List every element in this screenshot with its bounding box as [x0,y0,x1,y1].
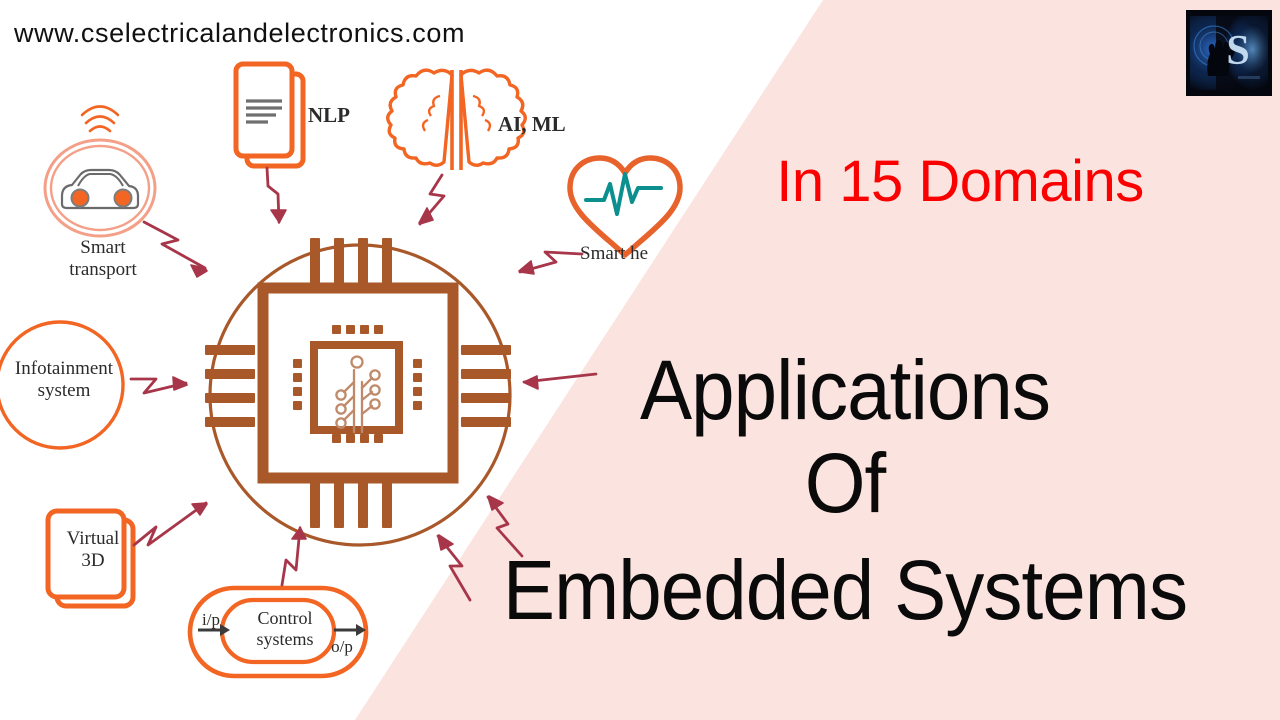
node-label-ai-ml: AI, ML [498,112,566,136]
cs-electrical-and-electronics-logo[interactable]: S [1186,10,1272,96]
node-label-virtual-3d: Virtual 3D [66,528,120,571]
node-label-smart-transport: Smart transport [69,237,137,280]
control-loop-icon [187,585,369,679]
stacked-cards-icon [45,508,136,609]
node-label-nlp: NLP [308,103,350,127]
logo-artwork: S [1186,10,1272,96]
car-wifi-icon [43,105,157,238]
control-input-label: i/p [202,610,220,629]
logo-letter: S [1226,28,1249,74]
page-title: Applications Of Embedded Systems [430,348,1260,648]
site-url: www.cselectricalandelectronics.com [14,18,466,48]
node-label-control-systems: Control systems [256,608,314,649]
circle-outline-icon [0,320,125,450]
heart-ecg-icon [567,155,683,258]
brain-icon [386,68,527,170]
headline-in-15-domains: In 15 Domains [776,149,1144,214]
title-line-1: Applications [639,343,1051,437]
document-lines-icon [233,61,306,169]
node-label-smart-health: Smart he [580,243,649,264]
title-line-2: Of [804,436,887,530]
title-line-3: Embedded Systems [502,543,1188,638]
embedded-system-chip [205,238,512,547]
embedded-systems-diagram [0,61,683,679]
node-label-infotainment-system: Infotainment system [14,358,114,401]
diagram-arrows [129,166,598,602]
control-output-label: o/p [331,637,353,656]
